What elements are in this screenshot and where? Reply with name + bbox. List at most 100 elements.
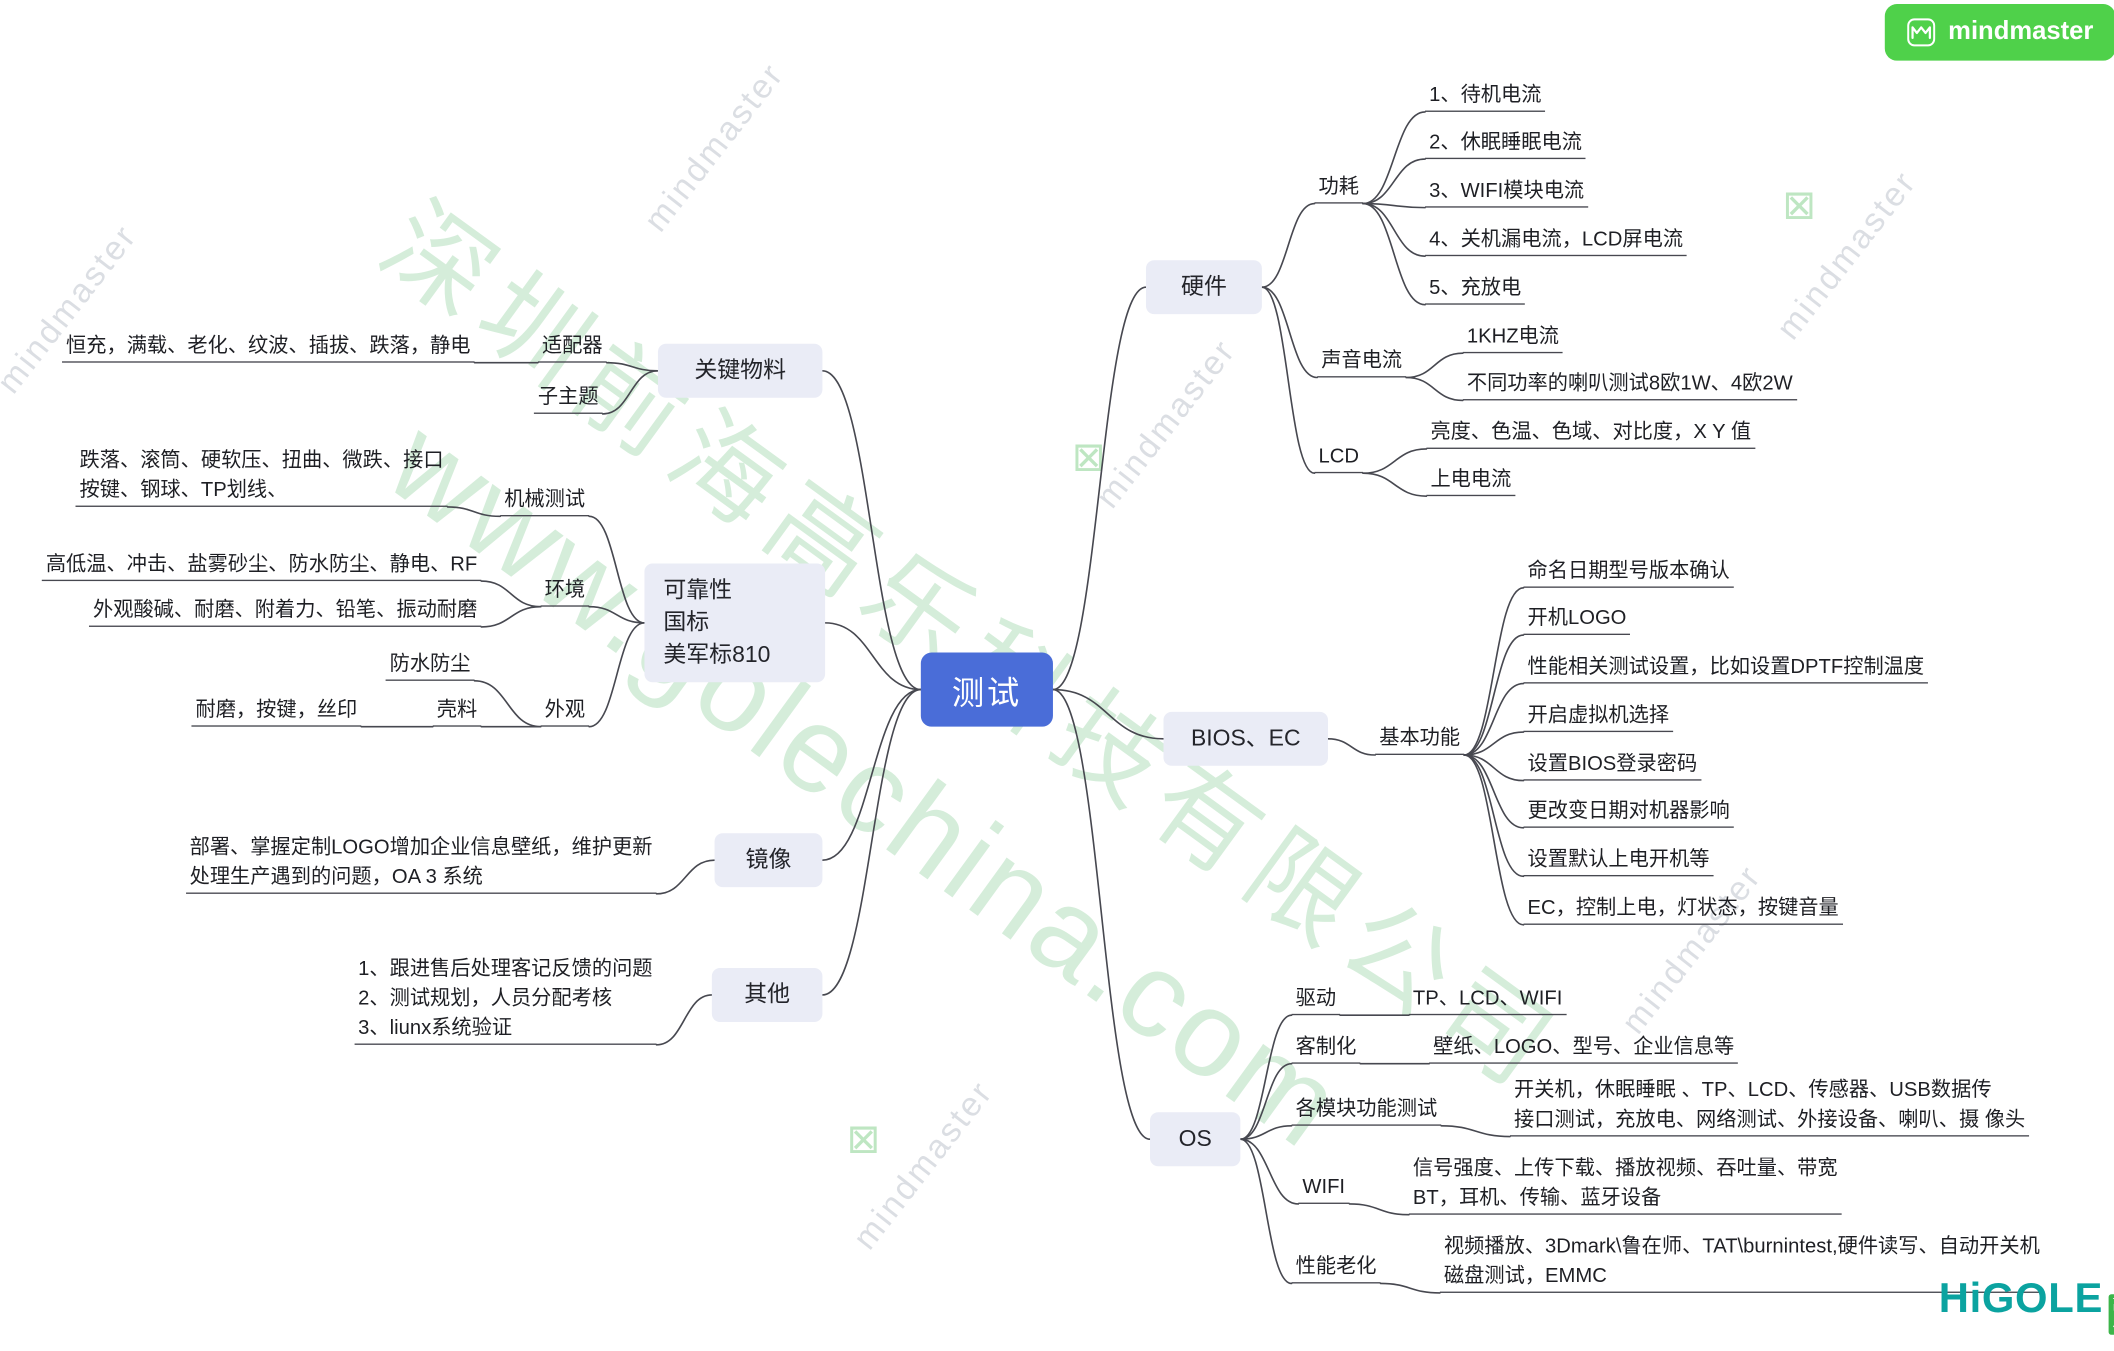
connector-km-to-sub <box>601 369 659 415</box>
label-customization-text: 客制化 <box>1295 1035 1357 1059</box>
leaf-naming-date-model-version-text: 命名日期型号版本确认 <box>1527 559 1730 583</box>
leaf-1khz-current-text: 1KHZ电流 <box>1466 324 1559 348</box>
label-lcd[interactable]: LCD <box>1314 442 1364 474</box>
leaf-performance-test-settings[interactable]: 性能相关测试设置，比如设置DPTF控制温度 <box>1523 653 1929 684</box>
connector-gonghao-to-g4 <box>1362 202 1426 257</box>
connector-center-to-km <box>821 369 922 691</box>
leaf-environment-items-1-text: 高低温、冲击、盐雾砂尘、防水防尘、静电、RF <box>45 552 478 576</box>
higole-logo-text: HiGOLE <box>1938 1274 2103 1322</box>
connector-os-to-wifi <box>1239 1138 1300 1205</box>
label-driver-text: 驱动 <box>1295 986 1337 1010</box>
connector-gonghao-to-g1 <box>1362 111 1426 205</box>
leaf-shutdown-leak-lcd-current[interactable]: 4、关机漏电流，LCD屏电流 <box>1425 225 1688 257</box>
label-module-function-test[interactable]: 各模块功能测试 <box>1291 1095 1442 1126</box>
leaf-mechanical-items[interactable]: 跌落、滚筒、硬软压、扭曲、微跌、接口按键、钢球、TP划线、 <box>75 446 448 507</box>
leaf-naming-date-model-version[interactable]: 命名日期型号版本确认 <box>1523 557 1734 588</box>
leaf-other-items-text: 1、跟进售后处理客记反馈的问题 <box>358 957 653 981</box>
leaf-shell-items[interactable]: 耐磨，按键，丝印 <box>191 696 362 727</box>
connector-sound-to-s2 <box>1405 376 1464 402</box>
leaf-driver-items[interactable]: TP、LCD、WIFI <box>1408 984 1567 1016</box>
label-appearance[interactable]: 外观 <box>540 696 590 727</box>
leaf-environment-items-1[interactable]: 高低温、冲击、盐雾砂尘、防水防尘、静电、RF <box>41 550 482 582</box>
leaf-standby-current[interactable]: 1、待机电流 <box>1425 81 1546 112</box>
connector-os-to-cust <box>1239 1062 1293 1141</box>
leaf-boot-logo[interactable]: 开机LOGO <box>1523 604 1631 636</box>
label-audio-current[interactable]: 声音电流 <box>1317 346 1407 378</box>
branch-os-text: OS <box>1178 1125 1212 1152</box>
higole-logo: HiGOLE 高乐 <box>1938 1274 2114 1335</box>
mindmaster-badge[interactable]: mindmaster <box>1884 4 2114 61</box>
leaf-module-function-items-text: 开关机，休眠睡眠 、TP、LCD、传感器、USB数据传 <box>1514 1078 1992 1102</box>
label-wifi-text: WIFI <box>1302 1175 1346 1199</box>
central-topic-test[interactable]: 测试 <box>920 652 1053 727</box>
label-power-consumption[interactable]: 功耗 <box>1314 173 1364 204</box>
branch-key-materials[interactable]: 关键物料 <box>657 343 823 398</box>
label-performance-aging[interactable]: 性能老化 <box>1291 1252 1381 1284</box>
leaf-adapter-tests[interactable]: 恒充，满载、老化、纹波、插拔、跌落，静电 <box>61 332 475 363</box>
branch-hardware[interactable]: 硬件 <box>1145 260 1262 315</box>
connector-wifi-to-wifit <box>1348 1203 1410 1216</box>
leaf-date-change-impact-text: 更改变日期对机器影响 <box>1527 799 1730 823</box>
branch-reliability[interactable]: 可靠性国标美军标810 <box>644 563 826 683</box>
label-driver[interactable]: 驱动 <box>1291 984 1341 1016</box>
leaf-wifi-module-current[interactable]: 3、WIFI模块电流 <box>1425 177 1589 208</box>
branch-os[interactable]: OS <box>1150 1112 1241 1167</box>
leaf-customization-items-text: 壁纸、LOGO、型号、企业信息等 <box>1433 1035 1735 1059</box>
central-topic-test-text: 测试 <box>951 675 1022 712</box>
label-lcd-text: LCD <box>1318 444 1360 468</box>
branch-bios-ec[interactable]: BIOS、EC <box>1163 711 1328 766</box>
connector-lcd-to-l1 <box>1362 448 1428 475</box>
branch-reliability-text: 美军标810 <box>663 641 771 668</box>
leaf-customization-items[interactable]: 壁纸、LOGO、型号、企业信息等 <box>1429 1033 1739 1064</box>
label-wifi[interactable]: WIFI <box>1298 1173 1350 1204</box>
label-appearance-text: 外观 <box>544 698 586 722</box>
leaf-mechanical-items-text: 跌落、滚筒、硬软压、扭曲、微跌、接口 <box>79 448 444 472</box>
leaf-bios-password[interactable]: 设置BIOS登录密码 <box>1523 750 1702 781</box>
leaf-date-change-impact[interactable]: 更改变日期对机器影响 <box>1523 797 1734 828</box>
branch-reliability-text: 国标 <box>663 609 710 636</box>
leaf-default-power-on-text: 设置默认上电开机等 <box>1527 848 1710 871</box>
leaf-1khz-current[interactable]: 1KHZ电流 <box>1462 322 1564 354</box>
leaf-sleep-current[interactable]: 2、休眠睡眠电流 <box>1425 128 1586 160</box>
leaf-image-items[interactable]: 部署、掌握定制LOGO增加企业信息壁纸，维护更新处理生产遇到的问题，OA 3 系… <box>185 833 657 894</box>
label-environment[interactable]: 环境 <box>540 576 590 607</box>
connector-img-to-imgt <box>655 859 716 895</box>
connector-env-to-envt2 <box>480 605 542 628</box>
connector-basic-to-b6 <box>1463 754 1525 829</box>
branch-image[interactable]: 镜像 <box>714 833 823 888</box>
branch-reliability-text: 可靠性 <box>663 577 733 603</box>
connector-center-to-rel <box>824 622 922 691</box>
label-shell-material[interactable]: 壳料 <box>432 696 482 727</box>
leaf-shutdown-leak-lcd-current-text: 4、关机漏电流，LCD屏电流 <box>1429 227 1684 251</box>
leaf-default-power-on[interactable]: 设置默认上电开机等 <box>1523 845 1714 877</box>
leaf-module-function-items[interactable]: 开关机，休眠睡眠 、TP、LCD、传感器、USB数据传接口测试，充放电、网络测试… <box>1509 1076 2030 1137</box>
leaf-lcd-optical-metrics[interactable]: 亮度、色温、色域、对比度，X Y 值 <box>1426 418 1756 449</box>
leaf-performance-aging-items[interactable]: 视频播放、3Dmark\鲁在师、TAT\burnintest,硬件读写、自动开关… <box>1439 1232 2044 1293</box>
label-subtopic-text: 子主题 <box>537 385 599 409</box>
leaf-charge-discharge-text: 5、充放电 <box>1429 276 1522 300</box>
branch-other[interactable]: 其他 <box>711 968 823 1022</box>
leaf-wifi-items-text: 信号强度、上传下载、播放视频、吞吐量、带宽 <box>1412 1156 1838 1180</box>
connector-basic-to-b2 <box>1463 634 1525 756</box>
leaf-power-on-current-text: 上电电流 <box>1430 467 1512 491</box>
leaf-virtualization-option[interactable]: 开启虚拟机选择 <box>1523 701 1674 733</box>
label-waterproof-dustproof[interactable]: 防水防尘 <box>385 650 475 681</box>
label-adapter[interactable]: 适配器 <box>537 332 607 363</box>
connector-km-to-adp <box>605 361 659 372</box>
leaf-speaker-power-test[interactable]: 不同功率的喇叭测试8欧1W、4欧2W <box>1462 369 1797 401</box>
label-mechanical-test[interactable]: 机械测试 <box>500 485 590 517</box>
connector-os-to-drv <box>1239 1014 1293 1141</box>
leaf-environment-items-2[interactable]: 外观酸碱、耐磨、附着力、铅笔、振动耐磨 <box>88 596 482 627</box>
label-basic-functions[interactable]: 基本功能 <box>1375 724 1465 755</box>
leaf-charge-discharge[interactable]: 5、充放电 <box>1425 274 1526 305</box>
label-customization[interactable]: 客制化 <box>1291 1033 1361 1064</box>
connector-rel-to-env <box>588 605 646 624</box>
label-subtopic[interactable]: 子主题 <box>533 383 603 414</box>
connector-basic-to-b4 <box>1463 731 1525 756</box>
label-power-consumption-text: 功耗 <box>1318 175 1360 199</box>
leaf-ec-control[interactable]: EC，控制上电，灯状态，按键音量 <box>1523 894 1843 925</box>
leaf-power-on-current[interactable]: 上电电流 <box>1426 465 1516 497</box>
